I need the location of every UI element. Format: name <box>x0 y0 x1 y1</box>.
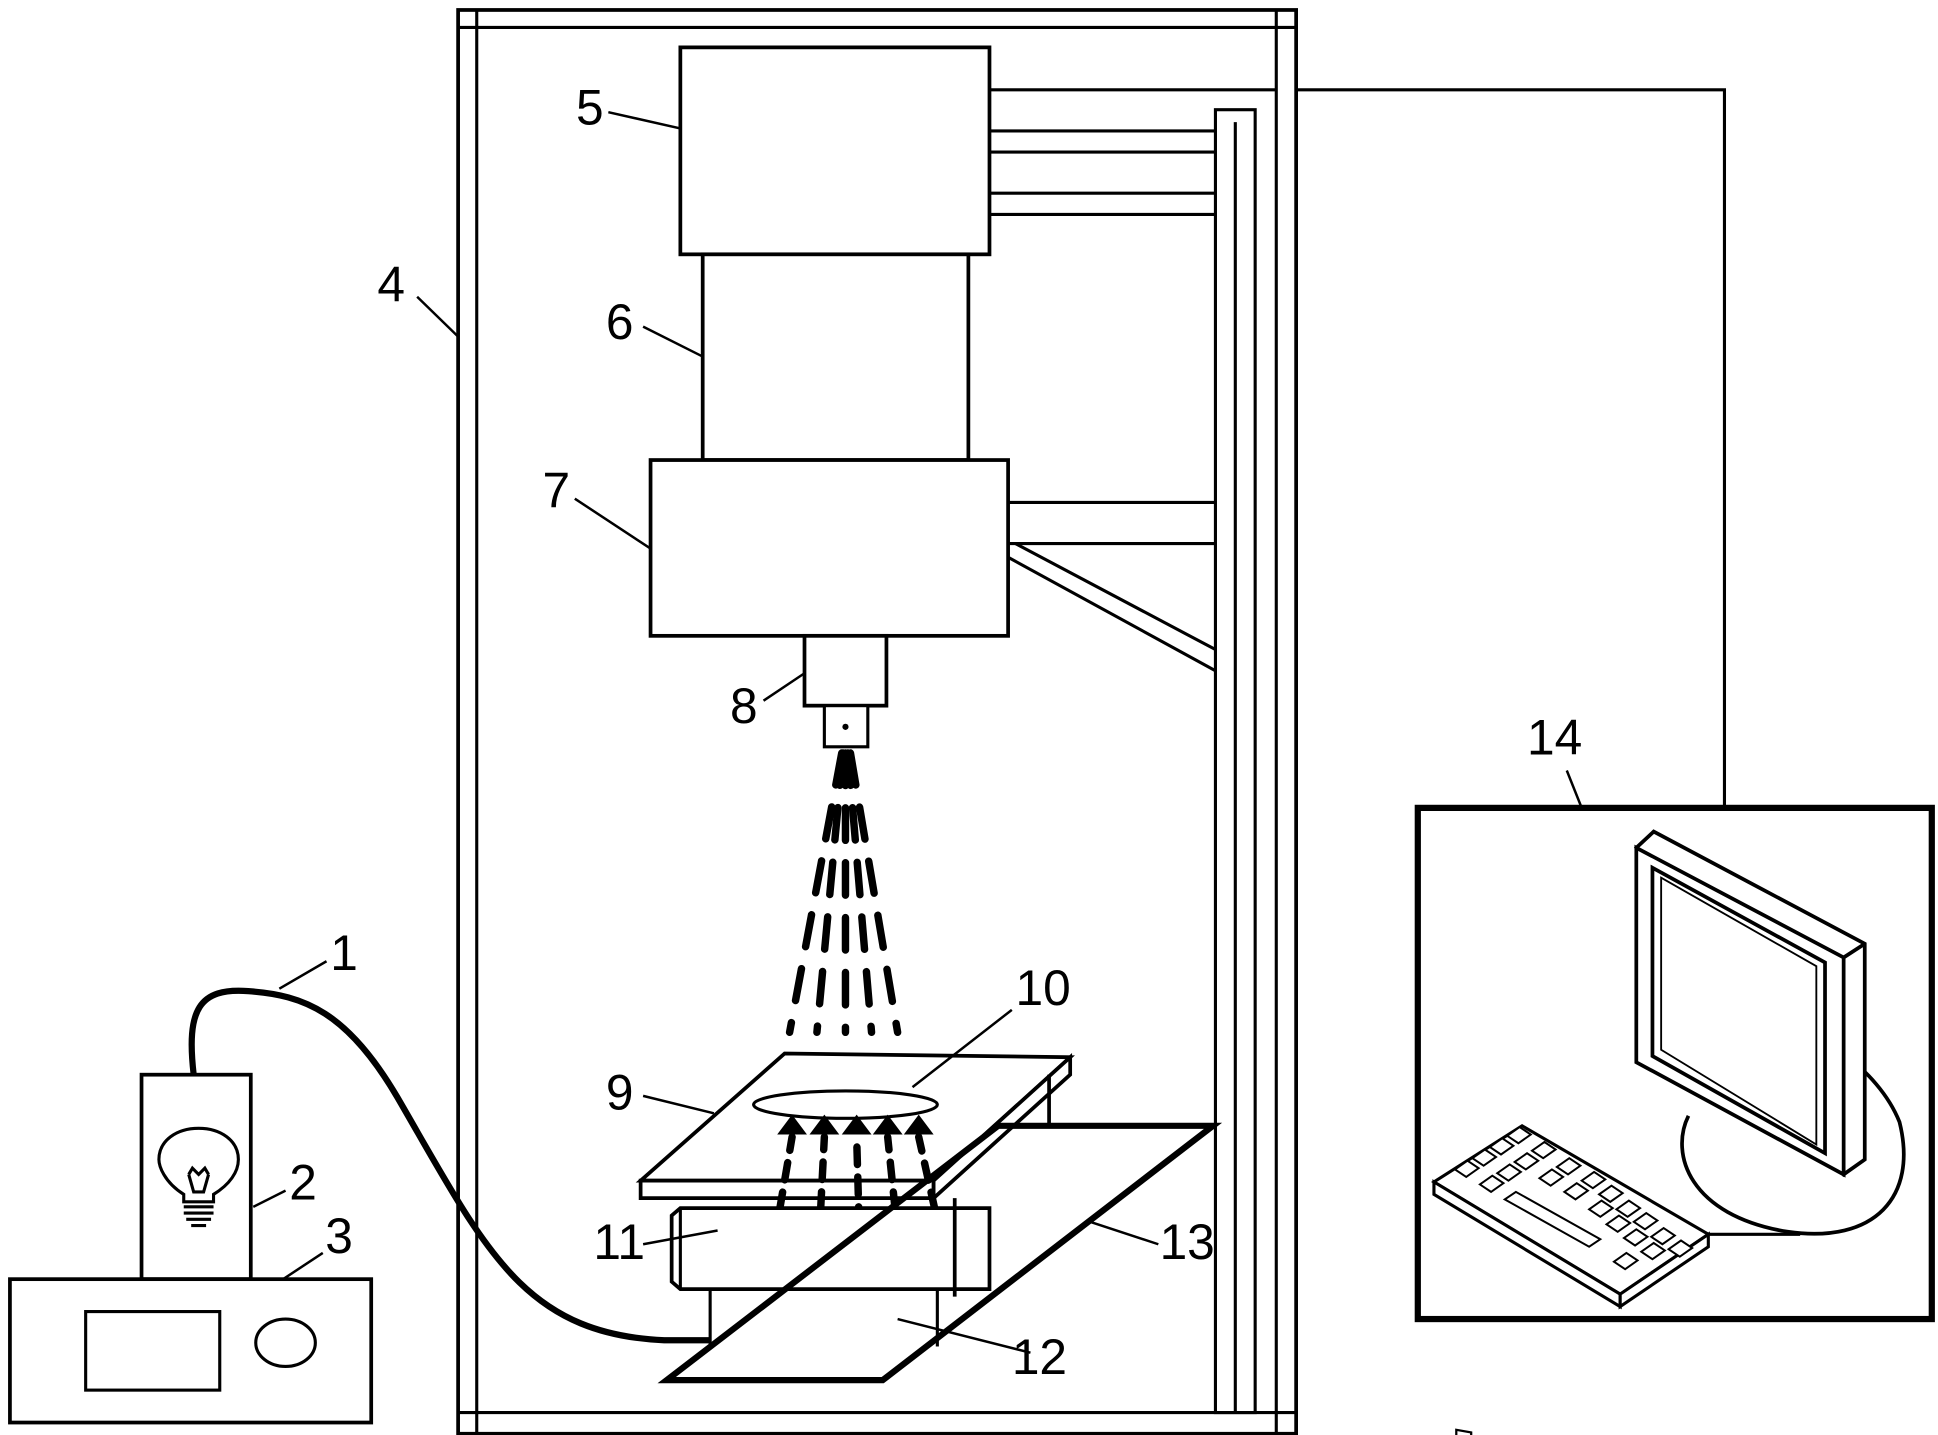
label-7: 7 <box>543 462 571 518</box>
label-4: 4 <box>377 257 405 313</box>
lamp-housing-2 <box>142 1075 251 1279</box>
support-column <box>1215 110 1255 1413</box>
component-6 <box>703 254 969 460</box>
label-1: 1 <box>330 925 358 981</box>
component-7 <box>651 460 1009 636</box>
component-11 <box>672 1208 990 1289</box>
label-10: 10 <box>1016 960 1071 1016</box>
label-9: 9 <box>606 1065 634 1121</box>
label-8: 8 <box>730 678 758 734</box>
label-13: 13 <box>1160 1214 1215 1270</box>
component-5 <box>680 47 989 254</box>
label-14: 14 <box>1527 709 1582 765</box>
label-3: 3 <box>325 1208 353 1264</box>
label-12: 12 <box>1012 1329 1067 1385</box>
nozzle-8 <box>804 636 886 747</box>
computer-14 <box>1418 808 1932 1435</box>
data-cable <box>1296 90 1724 808</box>
base-unit-3 <box>10 1279 371 1422</box>
label-6: 6 <box>606 294 634 350</box>
label-11: 11 <box>593 1214 645 1270</box>
lower-brackets <box>1008 502 1215 670</box>
label-2: 2 <box>289 1154 317 1210</box>
spray-rays <box>790 753 898 1032</box>
computer-monitor-icon <box>1636 832 1903 1234</box>
label-5: 5 <box>576 80 604 136</box>
